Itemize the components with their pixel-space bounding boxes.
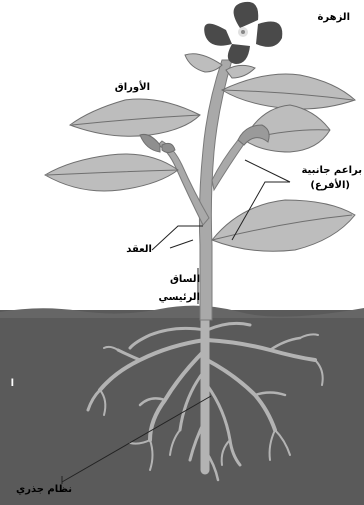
leaf [162, 143, 175, 152]
label-root-system: نظام جذري [2, 484, 72, 496]
label-lateral-buds-1: براعم جانبية [282, 165, 362, 177]
flower [204, 2, 282, 64]
leaf [212, 200, 355, 251]
label-main-stem-2: الرئيسي [146, 292, 200, 304]
callout-nodes [152, 226, 203, 250]
lateral-branch-right [212, 140, 244, 190]
leaf [222, 74, 355, 109]
stray-mark: ا [0, 378, 14, 390]
soil [0, 310, 364, 505]
label-nodes: العقد [112, 244, 152, 256]
leaf [185, 54, 222, 72]
leaf [140, 134, 160, 152]
callout-nodes-2 [170, 240, 193, 248]
main-stem [199, 60, 232, 320]
label-lateral-buds-2: (الأفرع) [300, 180, 350, 192]
label-leaves: الأوراق [100, 82, 150, 94]
leaf [70, 99, 200, 136]
label-main-stem-1: الساق [156, 274, 200, 286]
label-flower: الزهرة [300, 12, 350, 24]
